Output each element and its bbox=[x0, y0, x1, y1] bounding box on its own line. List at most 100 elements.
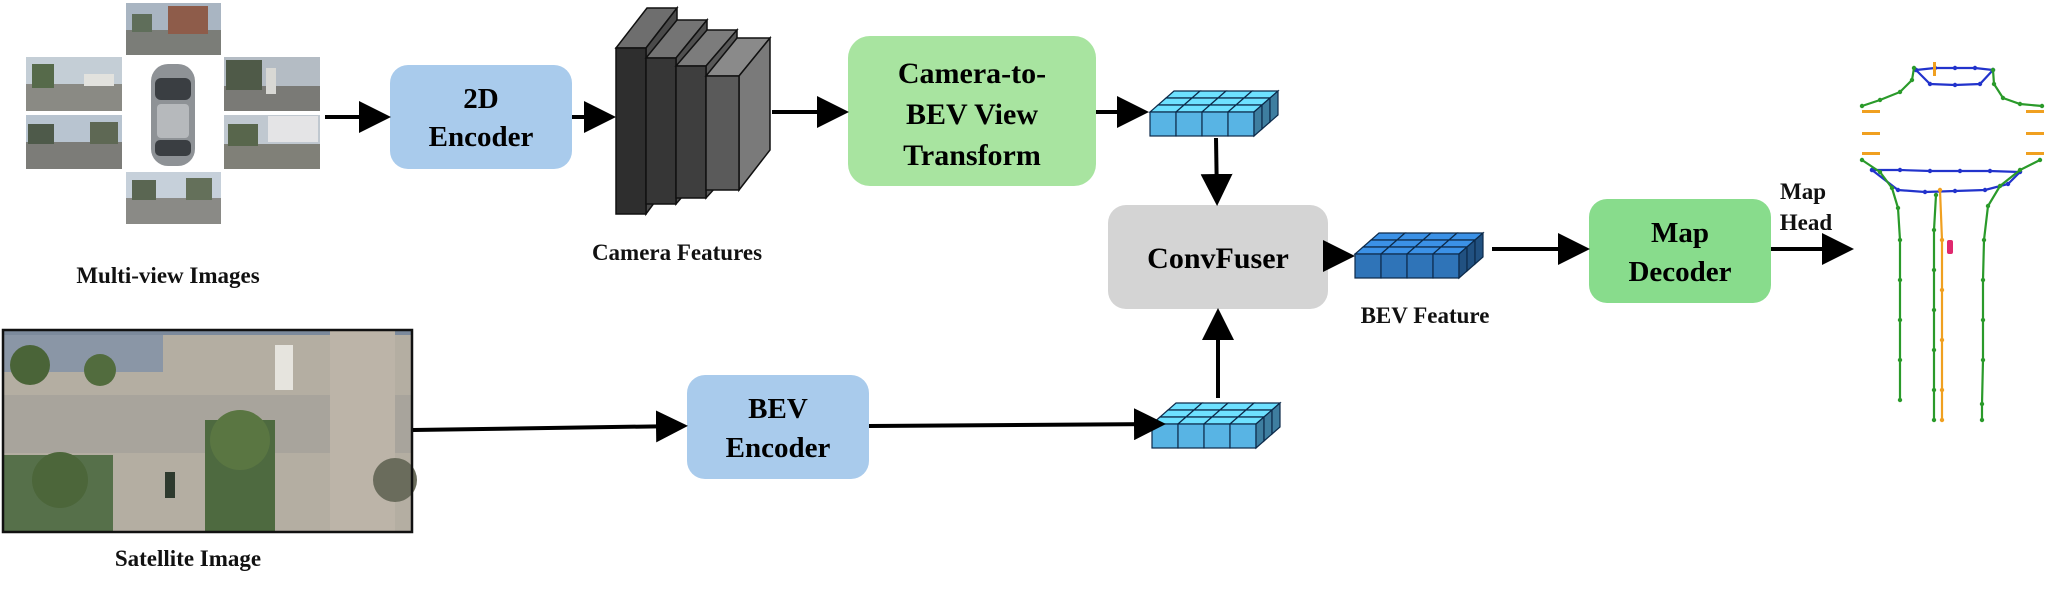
top-crosswalk-vertex bbox=[1972, 65, 1978, 71]
right-lane-dash bbox=[2026, 132, 2044, 135]
view-transform-label-line3: Transform bbox=[903, 139, 1041, 172]
center-divider-vertex bbox=[1939, 237, 1945, 243]
bev-encoder-box bbox=[687, 375, 869, 479]
bev-encoder-label-line1: BEV bbox=[748, 393, 808, 425]
boundary-top-right bbox=[1991, 69, 2043, 108]
grid-front-cell bbox=[1177, 423, 1205, 449]
main-crosswalk-vertex bbox=[1982, 187, 1988, 193]
boundary-top-right-vertex bbox=[1990, 67, 1996, 73]
center-divider-vertex bbox=[1939, 337, 1945, 343]
boundary-top-left-vertex bbox=[1877, 97, 1883, 103]
center-divider-vertex bbox=[1939, 287, 1945, 293]
boundary-left-vertex bbox=[1897, 317, 1903, 323]
grid-front-cell bbox=[1227, 111, 1255, 137]
boundary-left-vertex bbox=[1859, 157, 1865, 163]
boundary-top-left-vertex bbox=[1911, 65, 1917, 71]
top-crosswalk-vertex bbox=[1977, 81, 1983, 87]
arrow-camera-bev-to-fuser bbox=[1200, 137, 1233, 206]
left-lane-dash bbox=[1862, 132, 1880, 135]
satellite-image bbox=[1, 328, 417, 534]
top-divider-dash bbox=[1933, 62, 1936, 76]
grid-front-cell bbox=[1229, 423, 1257, 449]
arrow-bev-encoder-to-grid bbox=[868, 408, 1166, 441]
boundary-top-right-vertex bbox=[1991, 81, 1997, 87]
grid-front-cell bbox=[1175, 111, 1203, 137]
grid-side-cell bbox=[1271, 401, 1281, 436]
grid-front-cell bbox=[1201, 111, 1229, 137]
encoder-2d-label-line1: 2D bbox=[463, 83, 498, 115]
map-head-label-line2: Head bbox=[1780, 210, 1833, 235]
arrow-satellite-to-bev-encoder bbox=[412, 410, 688, 443]
boundary-left-vertex bbox=[1877, 169, 1883, 175]
grid-side-cell bbox=[1474, 231, 1484, 266]
boundary-left-vertex bbox=[1889, 185, 1895, 191]
main-crosswalk-vertex bbox=[1895, 187, 1901, 193]
left-lane-dash bbox=[1862, 152, 1880, 155]
boundary-right-vertex bbox=[1979, 417, 1985, 423]
grid-front-cell bbox=[1406, 253, 1434, 279]
conv-fuser-box bbox=[1108, 205, 1328, 309]
view-transform-label-line2: BEV View bbox=[906, 98, 1038, 131]
flow-arrows bbox=[325, 96, 1854, 443]
lane-left-inner-vertex bbox=[1931, 227, 1937, 233]
map-decoder-label-line1: Map bbox=[1651, 217, 1709, 249]
camera-image-front-right bbox=[224, 57, 320, 111]
boundary-right-vertex bbox=[1980, 317, 1986, 323]
grid-front-cell bbox=[1151, 423, 1179, 449]
boundary-right-vertex bbox=[2037, 157, 2043, 163]
top-crosswalk-vertex bbox=[1952, 65, 1958, 71]
boundary-right-vertex bbox=[1997, 183, 2003, 189]
conv-fuser-label: ConvFuser bbox=[1147, 242, 1289, 275]
boundary-right bbox=[1980, 159, 2041, 420]
boundary-left bbox=[1861, 159, 1902, 400]
main-crosswalk-vertex bbox=[1927, 168, 1933, 174]
lane-left-inner-vertex bbox=[1931, 267, 1937, 273]
main-crosswalk-vertex bbox=[1922, 189, 1928, 195]
view-transform-label-line1: Camera-to- bbox=[898, 57, 1046, 90]
multiview-images bbox=[26, 3, 320, 224]
boundary-right-vertex bbox=[1981, 237, 1987, 243]
boundary-top-left-vertex bbox=[1909, 77, 1915, 83]
feature-map-4 bbox=[704, 35, 772, 193]
center-divider-vertex bbox=[1939, 417, 1945, 423]
boundary-top-right-vertex bbox=[2000, 95, 2006, 101]
top-crosswalk-vertex bbox=[1952, 82, 1958, 88]
boundary-left-vertex bbox=[1895, 205, 1901, 211]
map-decoder-box bbox=[1589, 199, 1771, 303]
main-crosswalk bbox=[1871, 168, 2023, 194]
main-crosswalk-vertex bbox=[1869, 167, 1875, 173]
boundary-right-vertex bbox=[2017, 167, 2023, 173]
boundary-top-left-vertex bbox=[1859, 103, 1865, 109]
camera-features-stack bbox=[614, 5, 772, 217]
center-divider-vertex bbox=[1939, 387, 1945, 393]
fused-bev-feature-grid bbox=[1353, 231, 1485, 280]
bev-feature-caption: BEV Feature bbox=[1361, 303, 1490, 328]
grid-front-cell bbox=[1203, 423, 1231, 449]
center-divider bbox=[1938, 189, 1944, 420]
lane-left-inner-vertex bbox=[1931, 387, 1937, 393]
camera-image-back bbox=[126, 172, 221, 224]
map-decoder-label-line2: Decoder bbox=[1628, 256, 1731, 288]
boundary-top-left bbox=[1861, 67, 1916, 108]
grid-front-cell bbox=[1380, 253, 1408, 279]
boundary-right-vertex bbox=[1980, 357, 1986, 363]
satellite-image-caption: Satellite Image bbox=[115, 546, 261, 571]
boundary-left-vertex bbox=[1897, 277, 1903, 283]
boundary-right-vertex bbox=[1985, 203, 1991, 209]
top-crosswalk-vertex bbox=[1927, 81, 1933, 87]
vehicle-marker bbox=[1947, 240, 1953, 254]
camera-image-front-left bbox=[26, 57, 122, 111]
boundary-top-right-vertex bbox=[2017, 101, 2023, 107]
encoder-2d-box bbox=[390, 65, 572, 169]
map-head-label-line1: Map bbox=[1780, 179, 1826, 204]
center-divider-vertex bbox=[1937, 187, 1943, 193]
boundary-left-vertex bbox=[1897, 397, 1903, 403]
multiview-images-caption: Multi-view Images bbox=[76, 263, 259, 288]
encoder-2d-label-line2: Encoder bbox=[429, 121, 534, 153]
camera-image-front bbox=[126, 3, 221, 55]
main-crosswalk-vertex bbox=[2005, 181, 2011, 187]
ego-vehicle-icon bbox=[151, 64, 195, 166]
grid-front-cell bbox=[1354, 253, 1382, 279]
boundary-left-vertex bbox=[1897, 237, 1903, 243]
